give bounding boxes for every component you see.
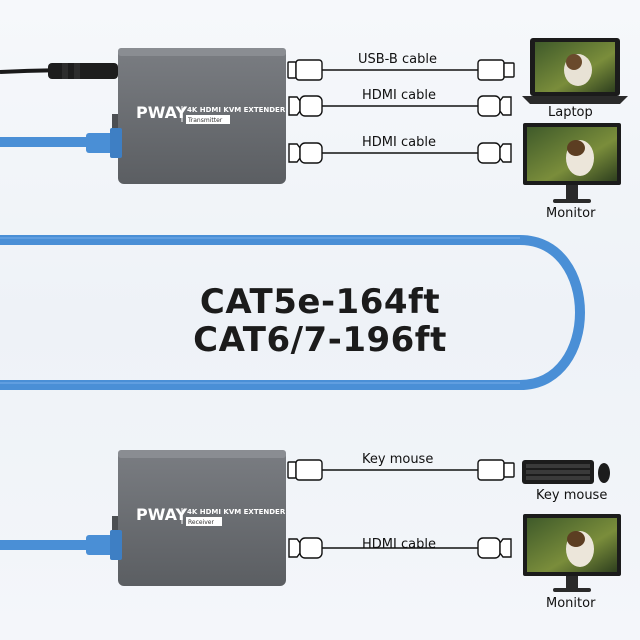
receiver-brand: PWAY [136, 505, 188, 524]
hdmi-plug-icons [288, 95, 512, 559]
receiver-role: Receiver [188, 519, 214, 526]
tx-hdmi-cable-2-label: HDMI cable [362, 135, 436, 150]
receiver-role-tag [186, 517, 222, 526]
monitor-bottom-label: Monitor [546, 596, 596, 611]
monitor-bottom-icon [523, 514, 621, 592]
rx-key-mouse-label: Key mouse [362, 452, 434, 467]
transmitter-role-tag [186, 115, 230, 124]
transmitter-model: 4K HDMI KVM EXTENDER [187, 106, 286, 114]
connection-wires [318, 69, 480, 549]
power-cable [0, 63, 118, 79]
receiver-model: 4K HDMI KVM EXTENDER [187, 508, 286, 516]
monitor-top-label: Monitor [546, 206, 596, 221]
headline-line-1: CAT5e-164ft [199, 282, 441, 322]
headline-line-2: CAT6/7-196ft [193, 320, 447, 360]
laptop-label: Laptop [548, 105, 593, 120]
usb-plug-icons [287, 59, 515, 481]
monitor-top-icon [523, 123, 621, 203]
laptop-icon [522, 38, 628, 104]
transmitter-role: Transmitter [187, 117, 223, 124]
keyboard-mouse-icon [522, 460, 610, 484]
transmitter-brand: PWAY [136, 103, 188, 122]
keyboard-label: Key mouse [536, 488, 608, 503]
rx-hdmi-cable-label: HDMI cable [362, 537, 436, 552]
tx-usb-cable-label: USB-B cable [358, 52, 437, 67]
tx-hdmi-cable-1-label: HDMI cable [362, 88, 436, 103]
